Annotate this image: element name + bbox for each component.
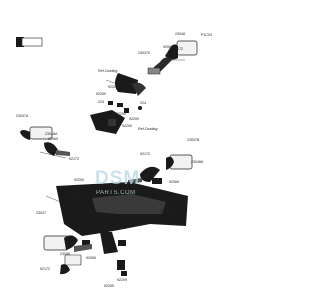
fastener-group-top bbox=[108, 101, 142, 113]
turn-signal-front-left bbox=[20, 126, 70, 159]
part-label: 23048A bbox=[191, 160, 204, 164]
part-label: 92172 bbox=[173, 47, 183, 51]
turn-signal-front-right bbox=[147, 40, 198, 75]
reference-label: Ref.Cowling bbox=[138, 127, 158, 131]
page-code: P1C03 bbox=[201, 33, 212, 37]
part-label: 92069 bbox=[48, 137, 58, 141]
fastener-group-bottom bbox=[117, 260, 127, 276]
part-label: 92209 bbox=[74, 187, 84, 191]
part-label: 23048 bbox=[60, 252, 70, 256]
part-label: 224 bbox=[140, 101, 146, 105]
part-label: 92172 bbox=[69, 157, 79, 161]
rear-fender-assembly bbox=[45, 182, 188, 254]
part-label: 92069 bbox=[163, 45, 173, 49]
part-label: 23048 bbox=[175, 32, 185, 36]
part-label: 224 bbox=[98, 100, 104, 104]
section-tab-icon bbox=[16, 37, 43, 47]
part-label: 92069 bbox=[169, 180, 179, 184]
part-label: 224 bbox=[72, 194, 78, 198]
center-cowling-mount bbox=[90, 110, 125, 134]
part-label: 92200 bbox=[122, 124, 132, 128]
part-label: 92200 bbox=[96, 92, 106, 96]
part-label: 92200 bbox=[116, 112, 126, 116]
turn-signal-rear-right bbox=[128, 154, 193, 184]
part-label: 23037B bbox=[187, 138, 200, 142]
watermark-logo: DSM bbox=[95, 168, 141, 189]
part-label: 230370 bbox=[138, 51, 150, 55]
part-label: 92209 bbox=[117, 278, 127, 282]
part-label: 92172 bbox=[40, 267, 50, 271]
part-label: 92200 bbox=[74, 178, 84, 182]
reference-label: Ref.Cowling bbox=[98, 69, 118, 73]
part-label: 23037A bbox=[16, 114, 29, 118]
reference-label: Ref.Fenders bbox=[160, 209, 180, 213]
front-cowling-mount bbox=[105, 73, 146, 96]
part-label: 92209 bbox=[108, 85, 118, 89]
part-label: 92209 bbox=[129, 117, 139, 121]
part-label: 23048A bbox=[45, 132, 58, 136]
part-label: 92069 bbox=[86, 256, 96, 260]
part-label: 92172 bbox=[140, 152, 150, 156]
part-label: 23037 bbox=[36, 211, 46, 215]
turn-signal-rear-left bbox=[43, 235, 92, 275]
part-label: 92200 bbox=[104, 284, 114, 288]
exploded-parts-diagram bbox=[16, 37, 198, 276]
watermark-subtext: PARTS.COM bbox=[96, 190, 136, 196]
